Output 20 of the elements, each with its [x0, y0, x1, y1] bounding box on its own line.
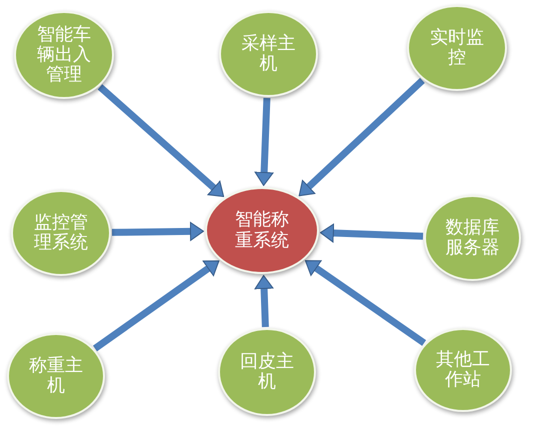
node-label: 智能车辆出入管理 — [36, 24, 92, 86]
hub-ellipse — [205, 187, 319, 274]
arrow — [254, 274, 274, 328]
node-label: 智能称重系统 — [234, 210, 290, 251]
node-label: 称重主机 — [28, 356, 84, 396]
node-label: 采样主机 — [240, 34, 296, 74]
arrow — [112, 222, 204, 241]
node-label: 数据库服务器 — [444, 218, 500, 258]
node-label: 实时监控 — [429, 28, 485, 68]
module-circle — [414, 328, 512, 412]
node-label: 其他工作站 — [435, 350, 491, 390]
arrow — [303, 258, 426, 346]
module-circle — [407, 5, 507, 91]
arrow — [254, 98, 274, 186]
arrow — [296, 78, 425, 199]
arrow — [98, 84, 226, 200]
arrow — [92, 258, 222, 352]
arrow — [320, 224, 424, 243]
node-label: 回皮主机 — [239, 352, 295, 392]
node-label: 监控管理系统 — [33, 212, 89, 254]
